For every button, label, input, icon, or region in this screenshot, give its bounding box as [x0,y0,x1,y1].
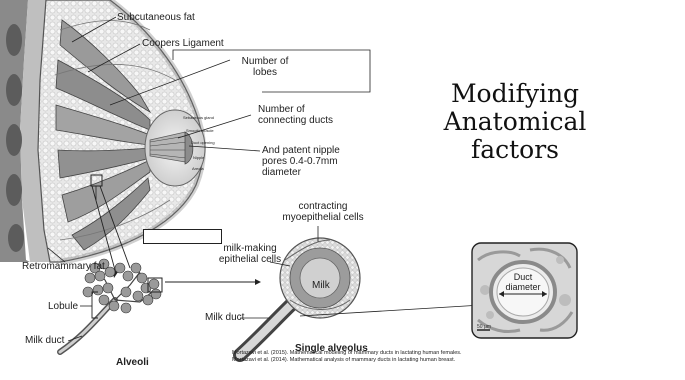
label-lobule: Lobule [48,301,78,312]
label-retromammary-fat: Retromammary fat [22,261,105,272]
label-nipple-pores: And patent nipple pores 0.4-0.7mm diamet… [262,145,340,178]
label-milk-duct-left: Milk duct [25,335,64,346]
label-duct-diameter: Duct diameter [495,272,551,292]
label-contracting-myoepithelial-cells: contracting myoepithelial cells [268,201,378,223]
label-coopers-ligament: Coopers Ligament [142,38,224,49]
label-milk: Milk [312,280,330,291]
label-milk-duct-center: Milk duct [205,312,244,323]
title-line-3: factors [415,136,615,164]
nipple-areola [145,110,205,186]
label-subcutaneous-fat: Subcutaneous fat [117,12,195,23]
label-number-of-lobes: Number of lobes [230,56,300,78]
label-nipple: Nipple [193,155,204,160]
label-alveoli: Alveoli [116,357,149,368]
reference-1: Mortazavi et al. (2015). Mathematical mo… [232,350,462,357]
reference-2: Mortazavi et al. (2014). Mathematical an… [232,357,462,364]
label-smooth-muscle: Smooth muscle [186,128,214,133]
label-sebaceous-gland: Sebaceous gland [183,115,214,120]
blank-label-box [143,229,222,244]
slide-title: Modifying Anatomical factors [415,80,615,164]
title-line-2: Anatomical [415,108,615,136]
label-duct-opening: Duct opening [191,140,215,145]
label-areola: Areola [192,166,204,171]
references: Mortazavi et al. (2015). Mathematical mo… [232,350,462,364]
title-line-1: Modifying [415,80,615,108]
alveolus-leader-lines [240,226,482,318]
label-number-of-connecting-ducts: Number of connecting ducts [258,104,333,126]
label-scale-bar: 50 μm [477,324,491,330]
label-milk-making-epithelial-cells: milk-making epithelial cells [210,243,290,265]
